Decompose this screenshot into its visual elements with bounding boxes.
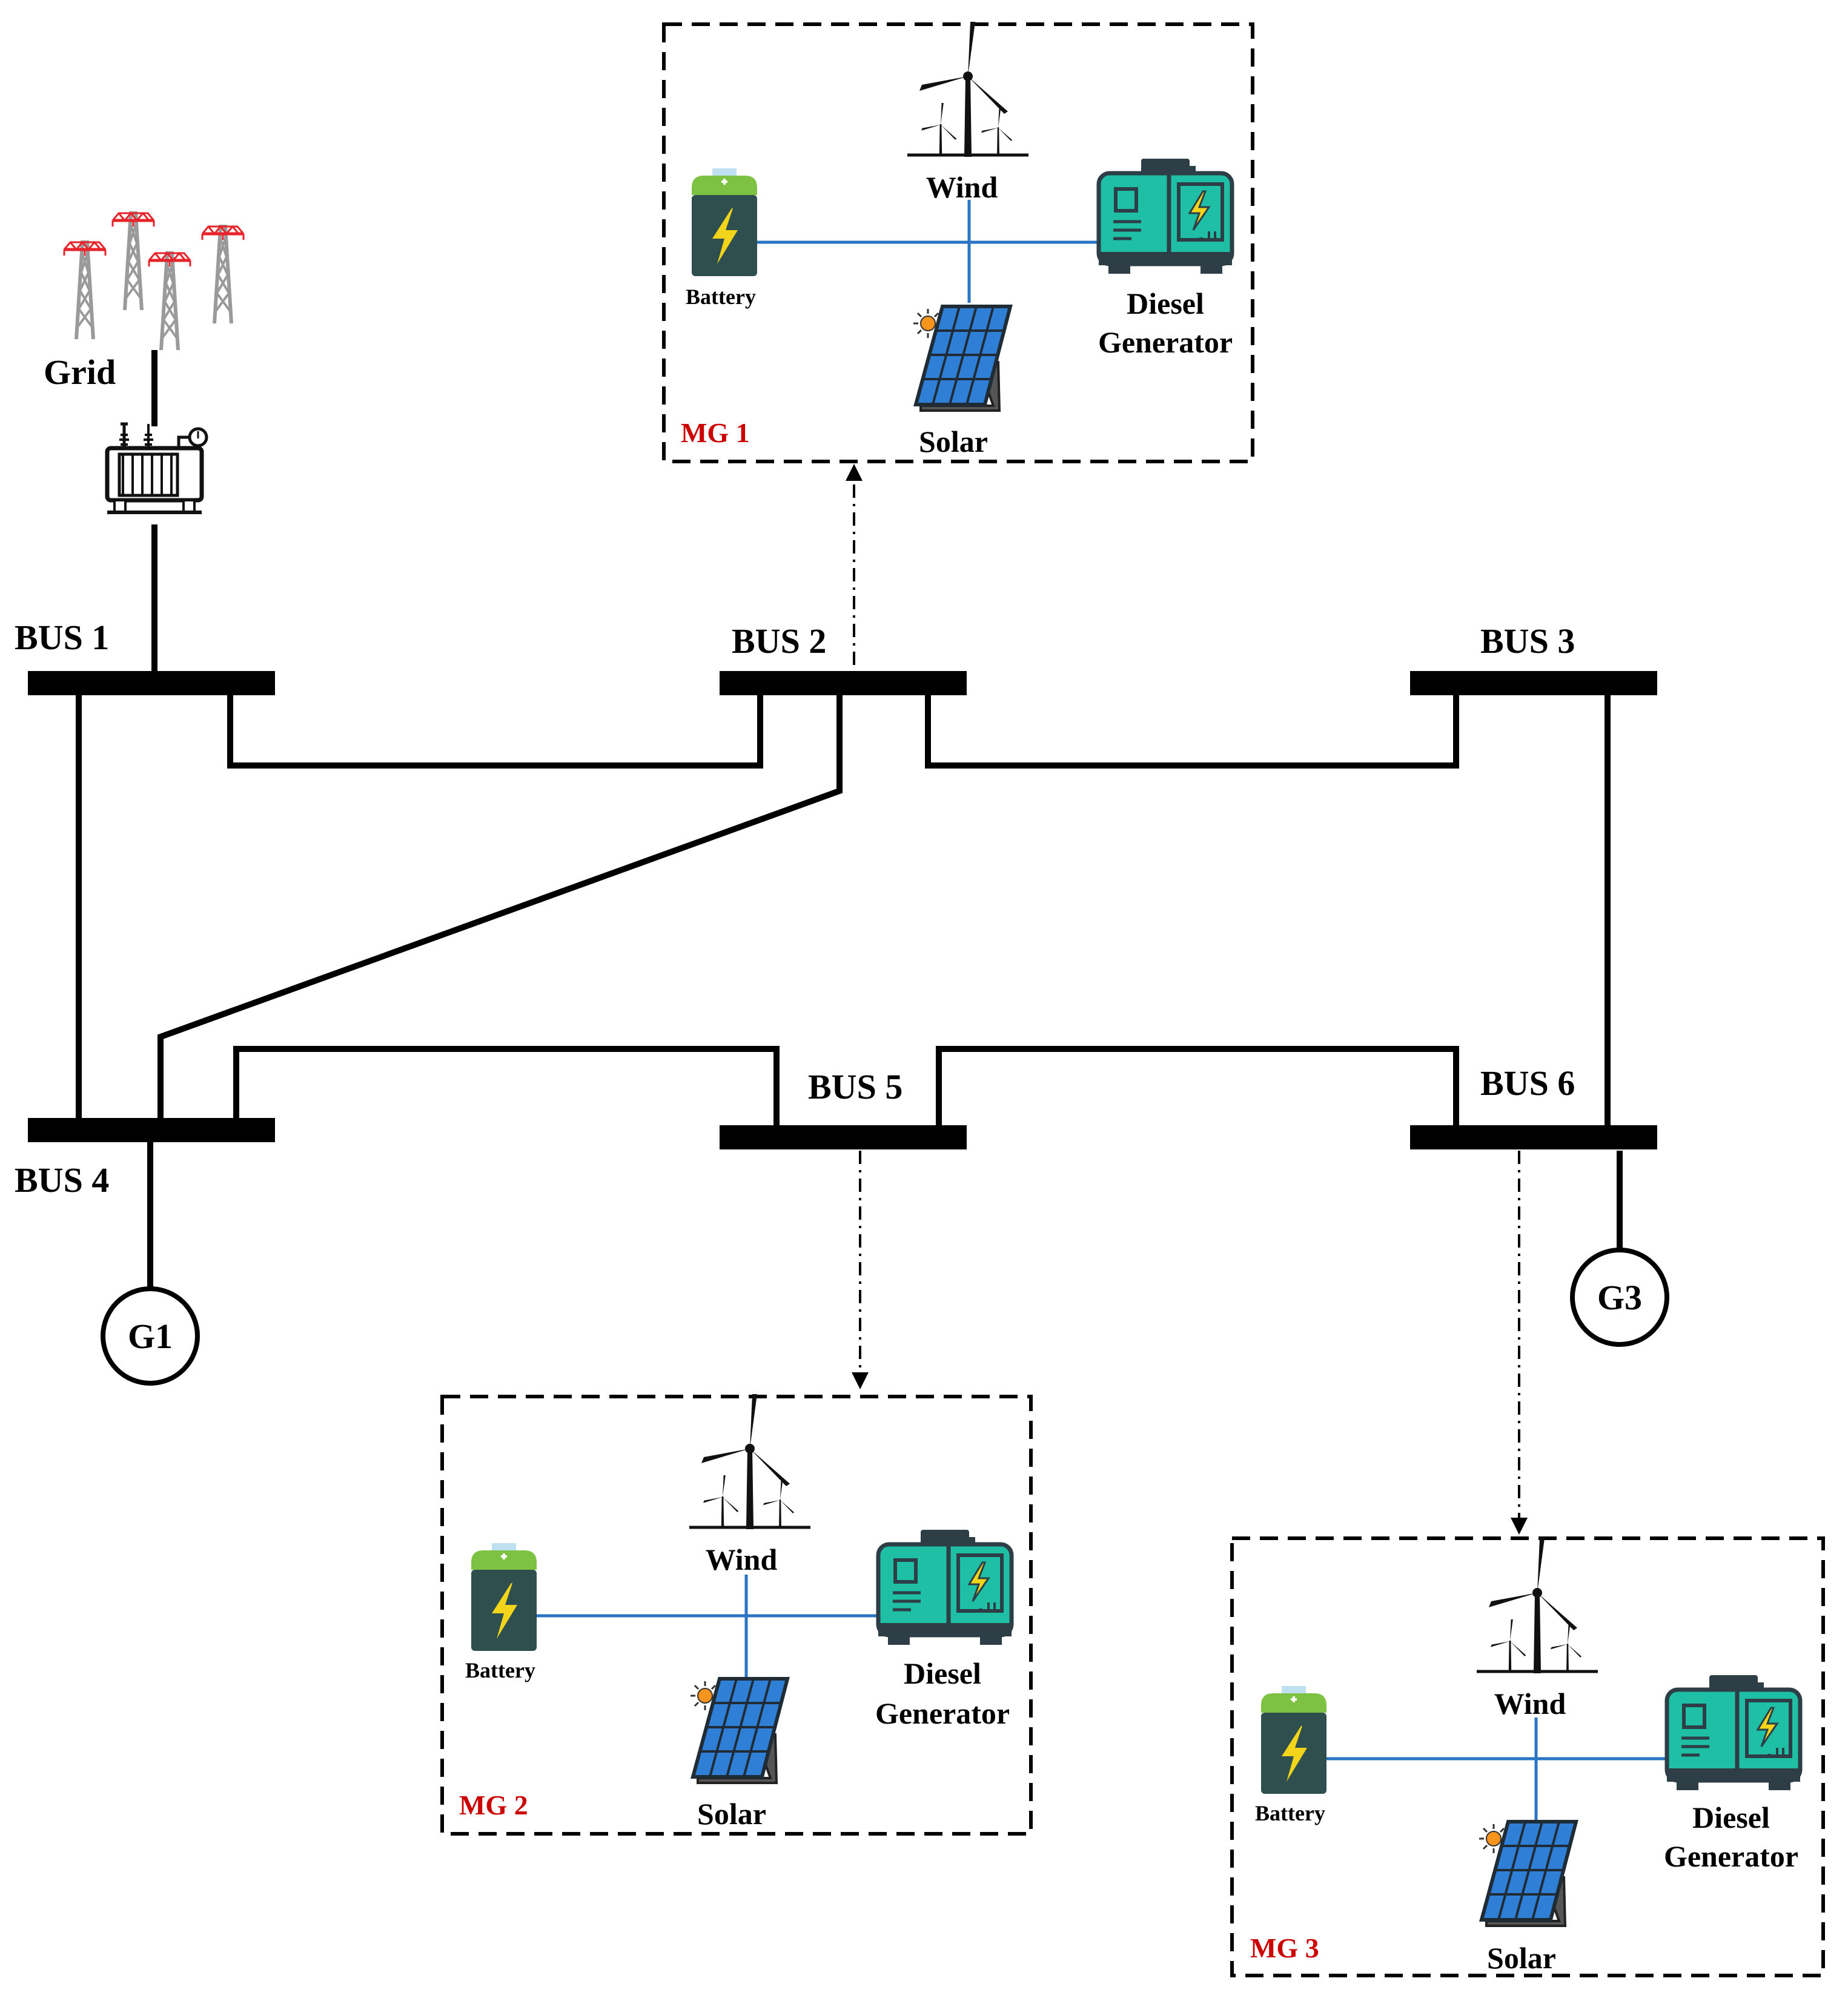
- g3-label: G3: [1597, 1278, 1642, 1317]
- microgrid-mg3: Wind Battery Diesel Generator Solar MG 3: [1230, 1536, 1825, 1977]
- g1-label: G1: [128, 1317, 173, 1356]
- mg3-diesel-icon: [1667, 1675, 1800, 1790]
- bus-5-label: BUS 5: [808, 1067, 902, 1106]
- bus-6-label: BUS 6: [1480, 1063, 1575, 1103]
- microgrid-mg1: Wind Battery Diesel Generator Solar MG 1: [662, 22, 1254, 463]
- mg1-solar-icon: [913, 306, 1010, 411]
- grid-label: Grid: [44, 352, 116, 392]
- bus-1-label: BUS 1: [15, 618, 109, 657]
- g3-circle: [1570, 1248, 1669, 1347]
- mg1-diesel-label-2: Generator: [1098, 325, 1233, 359]
- mg2-label: MG 2: [459, 1790, 528, 1820]
- mg3-label: MG 3: [1250, 1933, 1319, 1963]
- mg3-solar-icon: [1479, 1822, 1576, 1926]
- bus-1-bar: [28, 671, 275, 695]
- mg1-battery-icon: [691, 167, 758, 277]
- mg3-diesel-label-1: Diesel: [1692, 1800, 1770, 1834]
- mg1-label: MG 1: [681, 417, 750, 448]
- mg3-battery-icon: [1260, 1685, 1328, 1795]
- mg3-wind-label: Wind: [1494, 1687, 1566, 1721]
- bus-3-bar: [1410, 671, 1657, 695]
- bus-5-bar: [720, 1125, 967, 1149]
- mg2-solar-label: Solar: [697, 1797, 766, 1831]
- bus-4-bar: [28, 1118, 275, 1142]
- mg1-battery-label: Battery: [686, 285, 756, 309]
- mg2-battery-icon: [470, 1542, 538, 1652]
- mg1-diesel-label-1: Diesel: [1127, 286, 1204, 320]
- mg1-solar-label: Solar: [919, 425, 988, 458]
- bus-4-label: BUS 4: [15, 1160, 109, 1200]
- mg2-diesel-label-2: Generator: [875, 1696, 1010, 1730]
- g1-circle: [101, 1286, 200, 1386]
- mg2-wind-label: Wind: [706, 1542, 778, 1576]
- mg3-battery-label: Battery: [1255, 1801, 1325, 1825]
- mg2-boundary: [440, 1395, 1033, 1836]
- mg1-boundary: [662, 22, 1254, 463]
- mg3-boundary: [1230, 1536, 1825, 1977]
- mg1-wind-icon: [907, 22, 1028, 155]
- mg2-diesel-label-1: Diesel: [904, 1656, 981, 1690]
- mg2-diesel-icon: [878, 1530, 1012, 1645]
- mg3-diesel-label-2: Generator: [1664, 1839, 1798, 1873]
- bus-2-label: BUS 2: [732, 621, 826, 661]
- mg2-wind-icon: [689, 1394, 810, 1527]
- bus-6-bar: [1410, 1125, 1657, 1149]
- microgrid-mg2: Wind Battery Diesel Generator Solar MG 2: [440, 1394, 1033, 1836]
- mg2-battery-label: Battery: [465, 1658, 535, 1682]
- transmission-lines: [76, 684, 1623, 1290]
- grid-towers: [64, 213, 243, 350]
- transformer-icon: [107, 424, 207, 512]
- bus-3-label: BUS 3: [1480, 621, 1575, 661]
- mg3-wind-icon: [1477, 1538, 1598, 1671]
- mg1-diesel-icon: [1099, 159, 1232, 274]
- bus-2-bar: [720, 671, 967, 695]
- mg2-solar-icon: [691, 1679, 787, 1783]
- mg1-wind-label: Wind: [926, 170, 998, 204]
- mg3-solar-label: Solar: [1487, 1941, 1556, 1975]
